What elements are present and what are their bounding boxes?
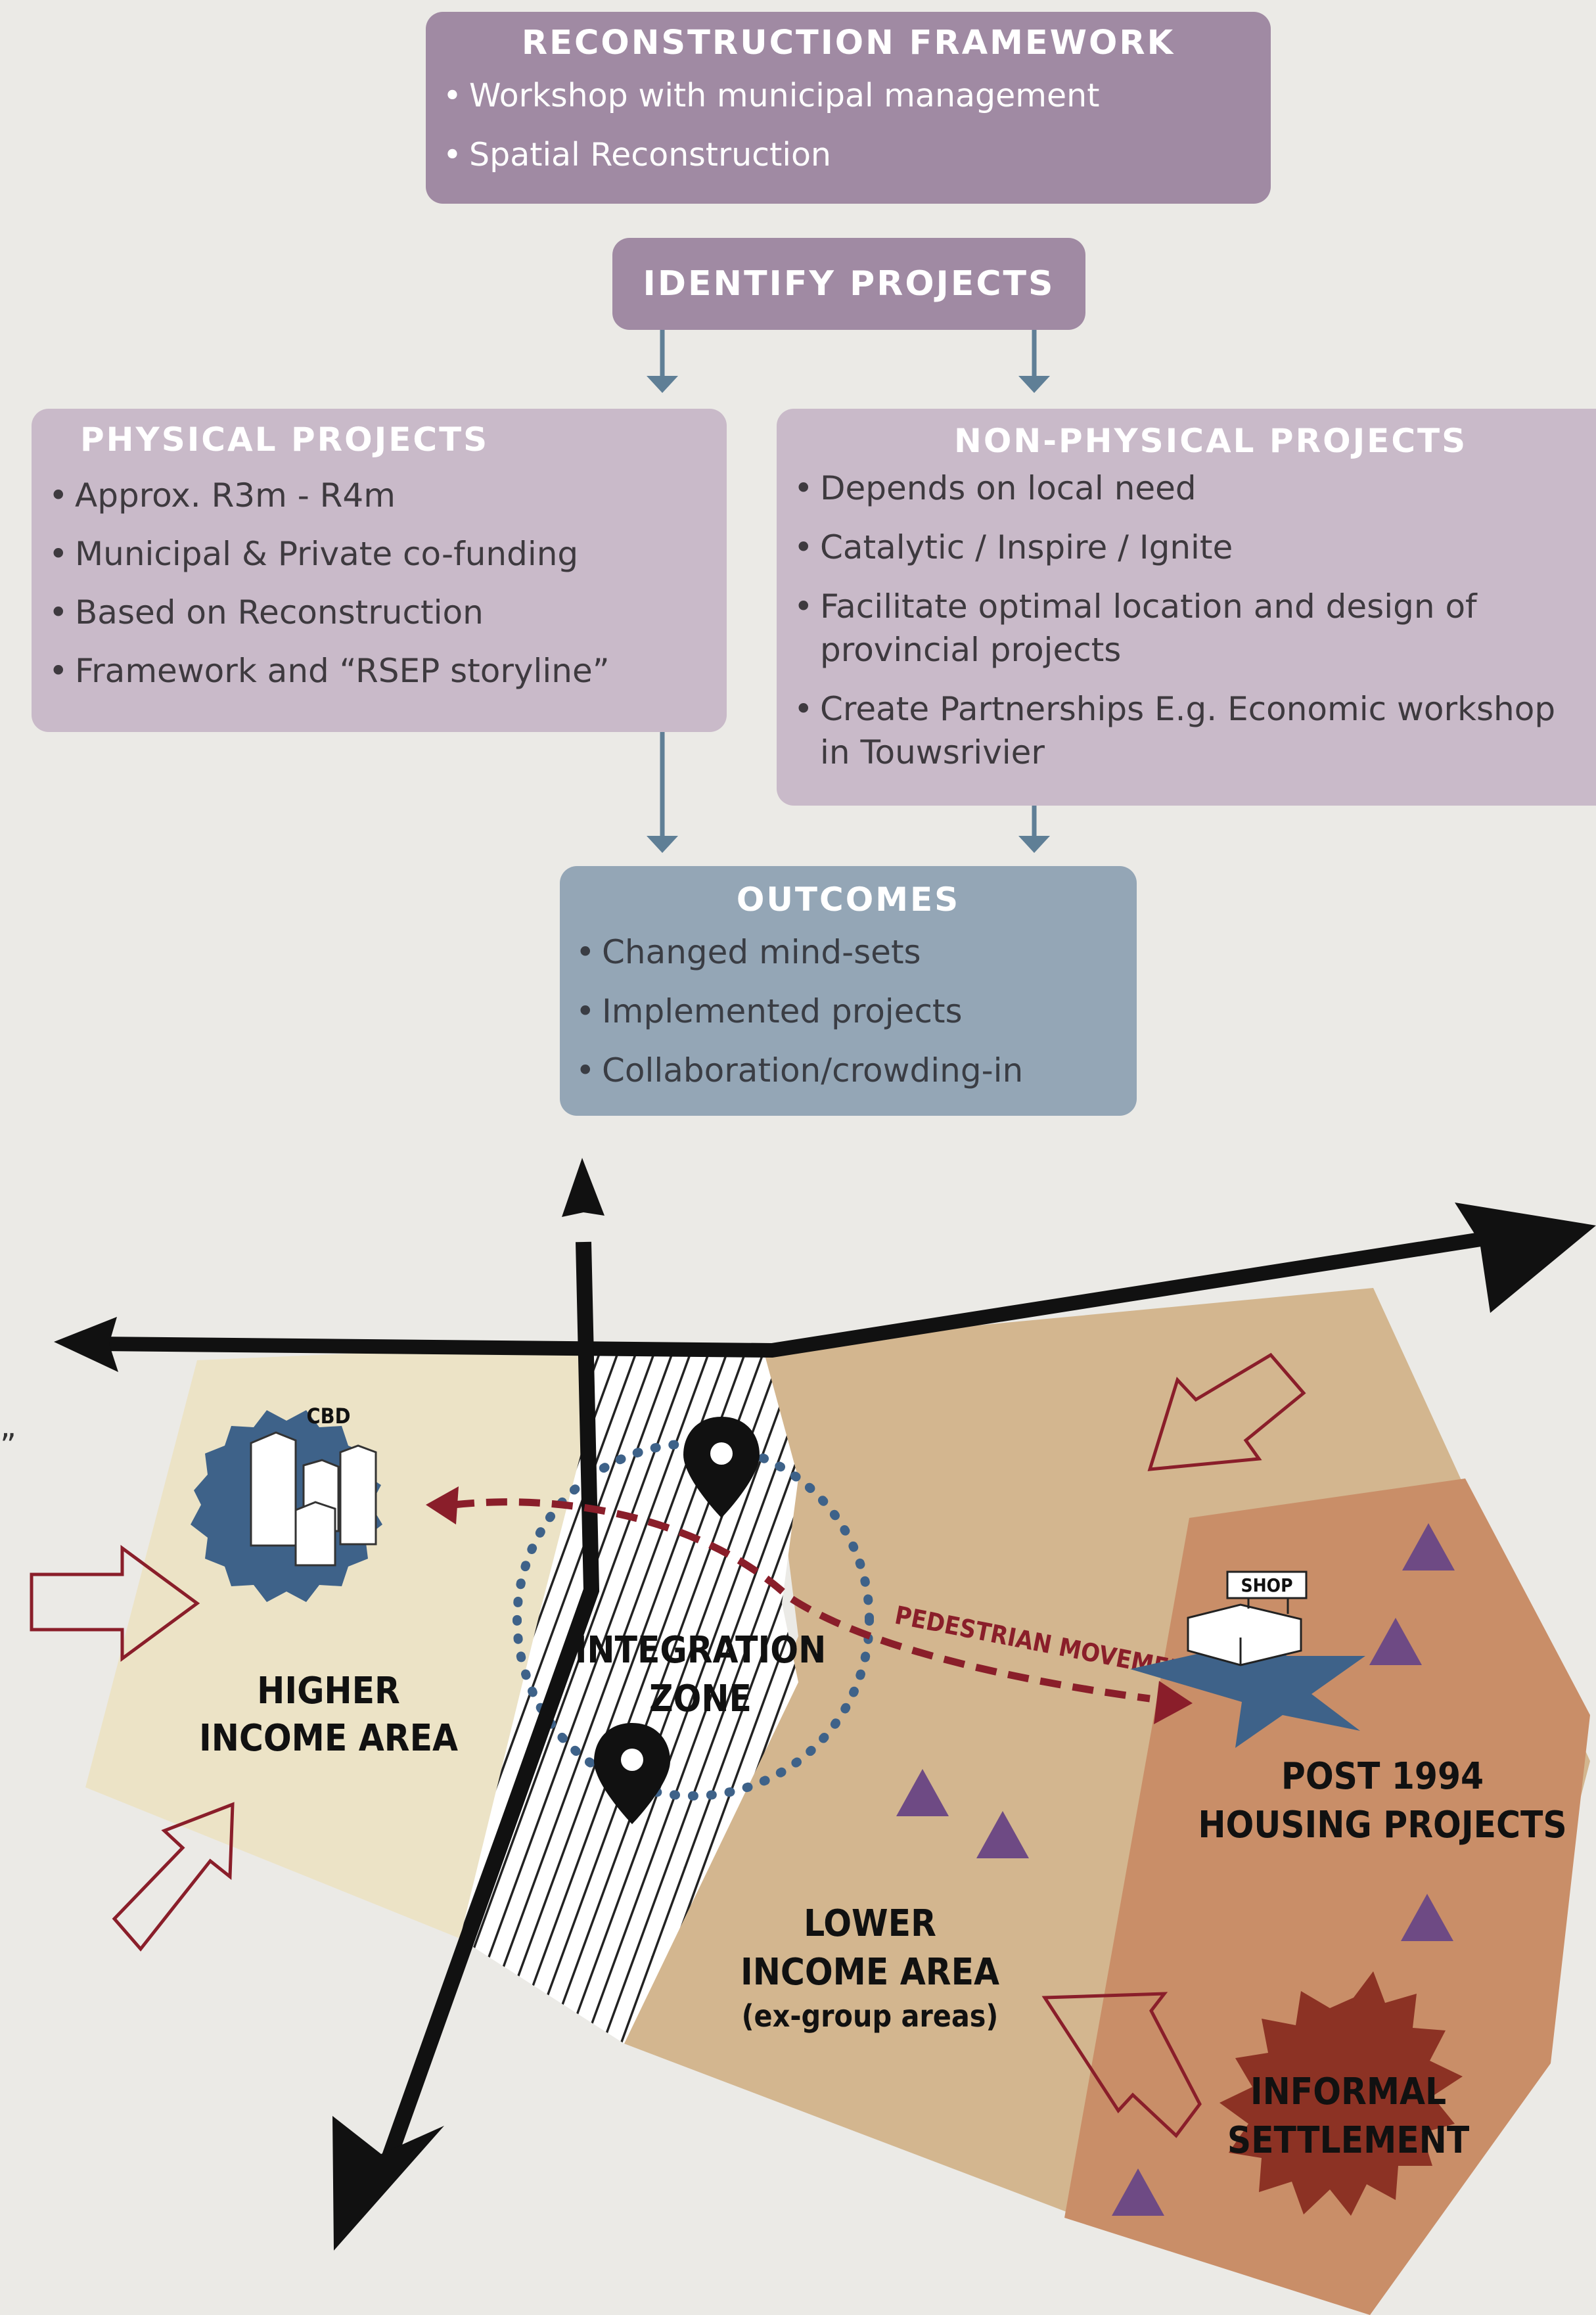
flow-connectors [647, 330, 1050, 853]
inflow-arrows [30, 1352, 1306, 2138]
physical-item: Based on Reconstruction [46, 584, 727, 642]
hollow-arrow-icon [1147, 1352, 1306, 1471]
physical-item: Municipal & Private co-funding [46, 525, 727, 584]
hollow-arrow-icon [1041, 1992, 1202, 2138]
connector-arrowhead [647, 376, 678, 393]
informal-settlement-label: SETTLEMENT [1227, 2119, 1470, 2162]
non-physical-list: Depends on local need Catalytic / Inspir… [777, 467, 1596, 774]
outcomes-title: OUTCOMES [736, 881, 961, 919]
hollow-arrow-icon [112, 1802, 235, 1952]
non-physical-title: NON-PHYSICAL PROJECTS [954, 422, 1468, 460]
triangle-icon [1112, 2168, 1164, 2216]
road-network [54, 1158, 1596, 2251]
non-physical-item-line1: Create Partnerships E.g. Economic worksh… [820, 690, 1556, 728]
triangle-icon [1402, 1523, 1455, 1570]
framework-list: Workshop with municipal management Spati… [426, 66, 1271, 185]
outcomes-list: Changed mind-sets Implemented projects C… [560, 923, 1137, 1100]
pedestrian-arrowhead-east [1154, 1681, 1193, 1724]
location-pin-icon [594, 1723, 670, 1824]
framework-item: Workshop with municipal management [440, 66, 1271, 126]
outcomes-item: Changed mind-sets [573, 923, 1137, 982]
hollow-arrow-icon [30, 1545, 200, 1662]
cbd-label: CBD [307, 1404, 351, 1429]
non-physical-item-line1: Depends on local need [820, 469, 1197, 507]
non-physical-item: Create Partnerships E.g. Economic worksh… [791, 687, 1596, 774]
post-1994-label: POST 1994 [1281, 1755, 1484, 1798]
stray-quote-mark: ” [0, 1427, 16, 1464]
road-horizontal [98, 1231, 1486, 1358]
shop-star [1130, 1611, 1365, 1748]
lower-income-label: (ex-group areas) [742, 1998, 999, 2034]
higher-income-label: HIGHER [257, 1670, 400, 1712]
outcomes-item: Collaboration/crowding-in [573, 1041, 1137, 1100]
road-horizontal-arrowhead [54, 1317, 118, 1372]
shop-marker: SHOP [1130, 1570, 1365, 1748]
physical-list: Approx. R3m - R4m Municipal & Private co… [32, 467, 727, 700]
road-southwest-arrowhead [332, 2116, 444, 2251]
integration-zone-hatch [460, 1346, 798, 2044]
informal-burst [1220, 1971, 1463, 2216]
non-physical-projects-box: NON-PHYSICAL PROJECTS Depends on local n… [777, 409, 1596, 806]
physical-item: Approx. R3m - R4m [46, 467, 727, 525]
post-1994-label: HOUSING PROJECTS [1198, 1804, 1566, 1846]
identify-title: IDENTIFY PROJECTS [643, 264, 1055, 304]
informal-settlement-label: INFORMAL [1250, 2071, 1446, 2113]
pedestrian-arrowhead-west [426, 1486, 459, 1524]
physical-title: PHYSICAL PROJECTS [80, 421, 490, 459]
reconstruction-framework-box: RECONSTRUCTION FRAMEWORK Workshop with m… [426, 12, 1271, 204]
road-east-arrowhead [1455, 1203, 1596, 1313]
lower-income-label: INCOME AREA [741, 1951, 999, 1994]
outcomes-item: Implemented projects [573, 982, 1137, 1041]
non-physical-item-line2: in Touwsrivier [820, 733, 1045, 771]
cbd-marker: CBD [191, 1404, 382, 1602]
non-physical-item-line2: provincial projects [820, 631, 1122, 669]
connector-arrowhead [1018, 836, 1050, 853]
physical-item: Framework and “RSEP storyline” [46, 642, 727, 700]
location-pin-icon [683, 1417, 760, 1518]
non-physical-item-line1: Facilitate optimal location and design o… [820, 587, 1477, 626]
triangle-icon [1369, 1618, 1422, 1665]
connector-arrowhead [1018, 376, 1050, 393]
triangle-icon [1401, 1894, 1453, 1941]
framework-title: RECONSTRUCTION FRAMEWORK [521, 24, 1175, 62]
housing-markers [896, 1523, 1455, 2216]
shop-label: SHOP [1241, 1574, 1292, 1596]
road-vertical [380, 1241, 600, 2165]
triangle-icon [896, 1769, 949, 1816]
outcomes-box: OUTCOMES Changed mind-sets Implemented p… [560, 866, 1137, 1116]
non-physical-item: Facilitate optimal location and design o… [791, 585, 1596, 672]
identify-projects-box: IDENTIFY PROJECTS [612, 238, 1085, 330]
non-physical-item-line1: Catalytic / Inspire / Ignite [820, 528, 1233, 566]
shop-icon [1187, 1570, 1308, 1666]
higher-income-label: INCOME AREA [199, 1717, 458, 1760]
non-physical-item: Depends on local need [791, 467, 1596, 510]
building-icon [250, 1431, 377, 1567]
integration-zone-label: ZONE [649, 1678, 752, 1720]
integration-zone-label: INTEGRATION [575, 1629, 827, 1672]
zone-labels: HIGHER INCOME AREA INTEGRATION ZONE POST… [199, 1629, 1567, 2162]
non-physical-item: Catalytic / Inspire / Ignite [791, 526, 1596, 569]
physical-projects-box: PHYSICAL PROJECTS Approx. R3m - R4m Muni… [32, 409, 727, 732]
connector-arrowhead [647, 836, 678, 853]
informal-settlement-marker [1220, 1971, 1463, 2216]
framework-item: Spatial Reconstruction [440, 126, 1271, 185]
road-north-arrowhead [562, 1158, 604, 1217]
triangle-icon [976, 1811, 1029, 1858]
lower-income-label: LOWER [804, 1902, 936, 1945]
